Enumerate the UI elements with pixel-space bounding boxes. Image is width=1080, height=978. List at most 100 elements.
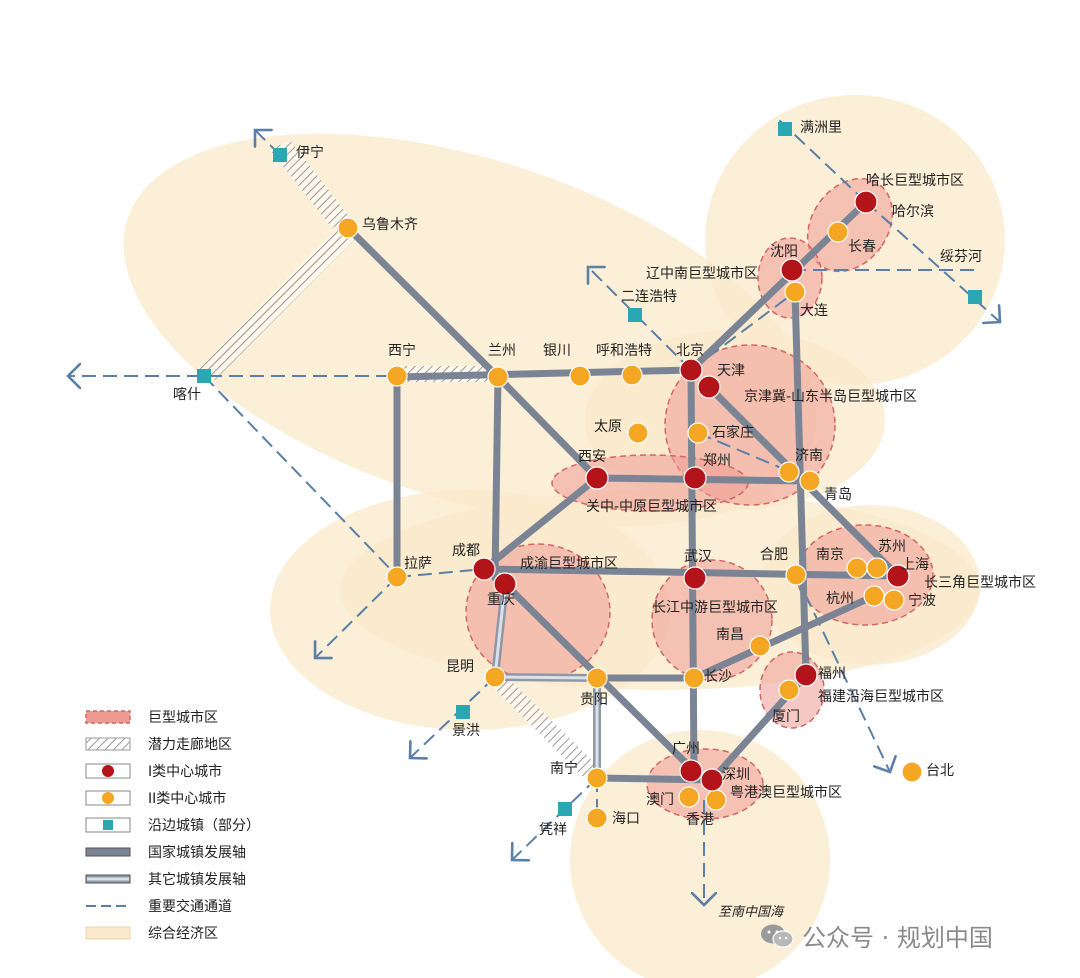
label-guiyang: 贵阳 [580,692,608,708]
city-haikou [586,807,608,829]
class2-cities [337,217,923,829]
city-kunming [484,666,506,688]
label-shenzhen: 深圳 [722,767,750,783]
label-macau: 澳门 [646,792,674,808]
town-manzhouli [778,122,792,136]
label-fuzhou: 福州 [818,666,846,682]
city-taiyuan [627,422,649,444]
label-region-liaozhongnan: 辽中南巨型城市区 [646,266,758,282]
legend-row-other-axis: 其它城镇发展轴 [84,865,324,892]
zone-south [570,730,830,978]
city-shijiazhuang [687,422,709,444]
legend-megacity-icon [84,709,132,725]
legend-other-axis-icon [84,871,132,887]
city-shenyang [780,258,804,282]
city-macau [678,786,700,808]
city-shanghai [886,564,910,588]
legend-row-transport: 重要交通通道 [84,892,324,919]
axis-urumqi-lanzhou [344,224,502,381]
legend-class2-icon [84,790,132,806]
city-dalian [784,281,806,303]
label-beijing: 北京 [676,343,704,359]
corridor-urumqi-kashgar [197,225,358,380]
city-ningbo [883,589,905,611]
town-suifenhe [968,290,982,304]
label-taiyuan: 太原 [594,419,622,435]
channel-lhasa-chengdu [396,568,486,578]
label-shanghai: 上海 [901,557,929,573]
city-hangzhou [863,585,885,607]
label-manzhouli: 满洲里 [800,120,842,136]
city-lhasa [386,566,408,588]
city-tianjin [697,375,721,399]
label-hangzhou: 杭州 [826,591,854,607]
label-hohhot: 呼和浩特 [596,343,652,359]
label-changsha: 长沙 [704,669,732,685]
legend-national-axis-label: 国家城镇发展轴 [148,844,246,861]
legend-row-economic-zone: 综合经济区 [84,919,324,946]
city-jinan [778,461,800,483]
town-kashgar [197,369,211,383]
megacity-changjiang [651,559,773,681]
corridor-yining-urumqi [270,140,350,228]
legend-economic-zone-label: 综合经济区 [148,925,218,942]
channel-kunming-jinghong [410,676,496,758]
label-zhengzhou: 郑州 [703,453,731,469]
city-yinchuan [569,365,591,387]
city-lanzhou [487,366,509,388]
city-changsha [683,667,705,689]
label-wuhan: 武汉 [684,549,712,565]
watermark: 公众号 · 规划中国 [760,918,993,953]
legend-transport-label: 重要交通通道 [148,898,232,915]
city-taipei [901,761,923,783]
label-region-guanzhong: 关中-中原巨型城市区 [586,499,718,515]
axis-changsha-hangzhou [690,592,878,682]
legend-row-border: 沿边城镇（部分） [84,811,324,838]
label-shenyang: 沈阳 [770,244,798,260]
axis-lanzhou-chengdu [491,373,502,582]
label-guangzhou: 广州 [672,741,700,757]
label-taipei: 台北 [926,763,954,779]
city-hohhot [621,364,643,386]
label-nanchang: 南昌 [716,627,744,643]
axis-kunming-guiyang [493,675,599,680]
label-shijiazhuang: 石家庄 [712,425,754,441]
label-chengdu: 成都 [452,543,480,559]
legend-row-national-axis: 国家城镇发展轴 [84,838,324,865]
legend-class1-icon [84,763,132,779]
legend-corridor-icon [84,736,132,752]
legend-megacity-label: 巨型城市区 [148,709,218,726]
city-xining [386,365,408,387]
label-kashgar: 喀什 [173,387,201,403]
legend-corridor-label: 潜力走廊地区 [148,736,232,753]
legend-border-icon [84,817,132,833]
border-towns [197,122,982,816]
city-zhengzhou [683,466,707,490]
channel-lhasa-sw [315,576,398,658]
label-harbin: 哈尔滨 [892,204,934,220]
legend-class2-label: II类中心城市 [148,790,227,807]
city-changchun [827,221,849,243]
label-changchun: 长春 [848,239,876,255]
label-yinchuan: 银川 [543,343,571,359]
label-haikou: 海口 [612,811,640,827]
label-xian: 西安 [578,449,606,465]
label-jinghong: 景洪 [452,723,480,739]
label-region-changsanjiao: 长三角巨型城市区 [924,575,1036,591]
city-shenzhen [700,768,724,792]
corridor-kunming-nanning [486,672,602,780]
label-region-hachang: 哈长巨型城市区 [866,173,964,189]
label-lanzhou: 兰州 [488,343,516,359]
town-yining [273,148,287,162]
city-suzhou [866,557,888,579]
axis-lanzhou-xian [494,373,601,482]
axis-xian-chongqing [480,474,601,573]
town-jinghong [456,705,470,719]
label-region-fujian: 福建沿海巨型城市区 [818,689,944,705]
label-nanjing: 南京 [816,547,844,563]
channel-southeast [795,574,890,772]
label-south-china-sea: 至南中国海 [718,905,784,920]
legend-row-corridor: 潜力走廊地区 [84,730,324,757]
